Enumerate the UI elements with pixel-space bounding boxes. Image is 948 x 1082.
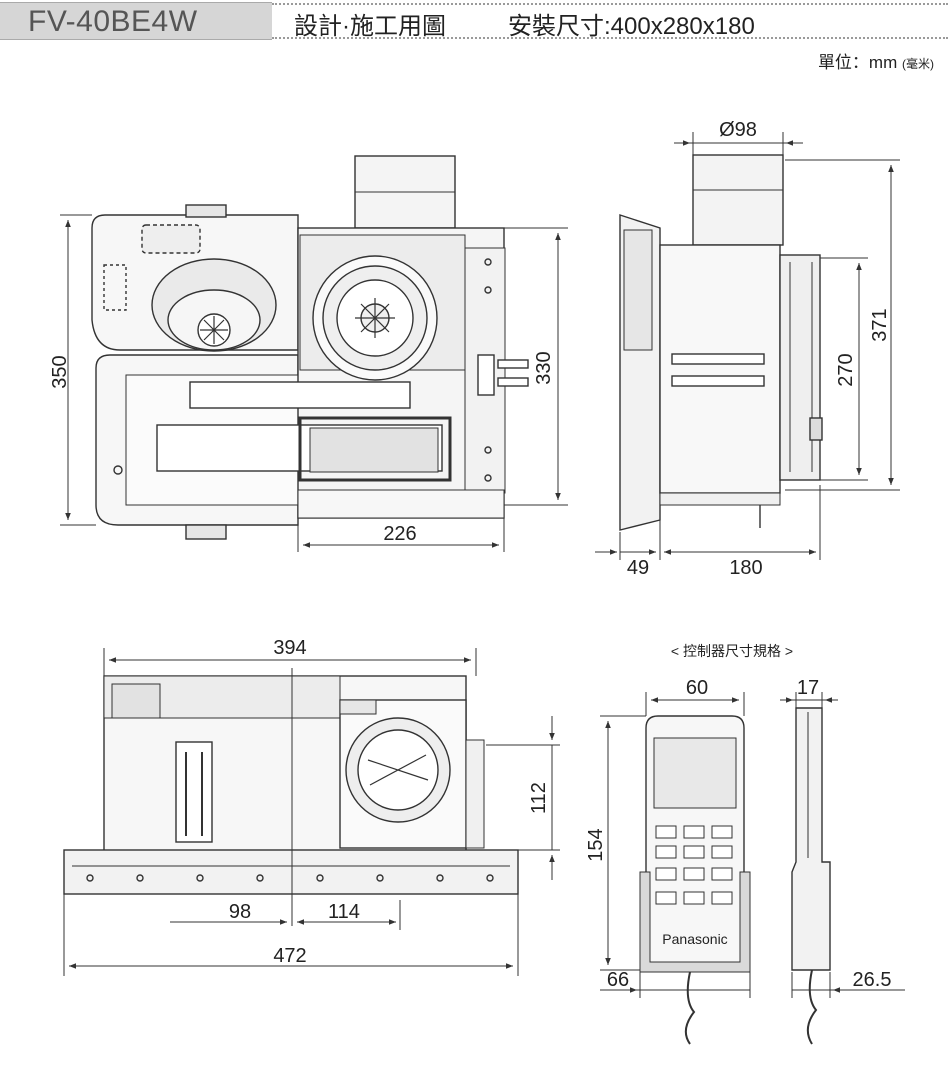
unit-label: 單位：mm (毫米)	[818, 48, 934, 73]
dim-front-height-total: 350	[49, 355, 71, 388]
side-dim-lines	[595, 132, 900, 560]
model-box: FV-40BE4W	[0, 2, 272, 40]
controller-caption: < 控制器尺寸規格 >	[671, 643, 793, 659]
dim-controller-width: 60	[686, 677, 708, 699]
dim-side-depth-flange: 49	[627, 557, 649, 579]
controller-side	[791, 707, 831, 1045]
dim-side-height-inner: 270	[835, 353, 857, 386]
front-dim-lines	[60, 214, 568, 552]
dim-controller-base-width: 66	[607, 969, 629, 991]
controller-brand: Panasonic	[662, 931, 727, 947]
dim-bottom-offset-left: 98	[229, 901, 251, 923]
dim-side-depth-body: 180	[729, 557, 762, 579]
front-view	[91, 155, 529, 540]
drawing-title: 設計·施工用圖	[294, 13, 446, 40]
bottom-dim-lines	[63, 648, 560, 976]
dim-front-height-inner: 330	[533, 351, 555, 384]
dim-controller-base-depth: 26.5	[853, 969, 892, 991]
dim-controller-depth: 17	[797, 677, 819, 699]
dim-bottom-height: 112	[528, 782, 550, 814]
dim-side-duct-diameter: Ø98	[719, 119, 757, 141]
dim-bottom-offset-right: 114	[328, 901, 360, 923]
unit-text: 單位：mm	[817, 53, 898, 72]
dim-bottom-width-total: 472	[273, 945, 306, 967]
dim-controller-height: 154	[585, 828, 607, 861]
model-number: FV-40BE4W	[28, 5, 198, 38]
header-bottom-rule	[272, 37, 948, 39]
install-size: 安裝尺寸:400x280x180	[508, 13, 755, 40]
dim-front-width: 226	[383, 523, 416, 545]
side-view	[619, 154, 823, 531]
controller-front	[639, 715, 751, 1045]
header-top-rule	[272, 3, 948, 5]
controller-dim-lines	[600, 692, 905, 998]
bottom-view	[63, 668, 519, 926]
dim-bottom-width-top: 394	[273, 637, 306, 659]
dim-side-height-total: 371	[869, 308, 891, 341]
header-bar: FV-40BE4W 設計·施工用圖 安裝尺寸:400x280x180	[0, 0, 948, 40]
unit-note: (毫米)	[902, 57, 934, 71]
